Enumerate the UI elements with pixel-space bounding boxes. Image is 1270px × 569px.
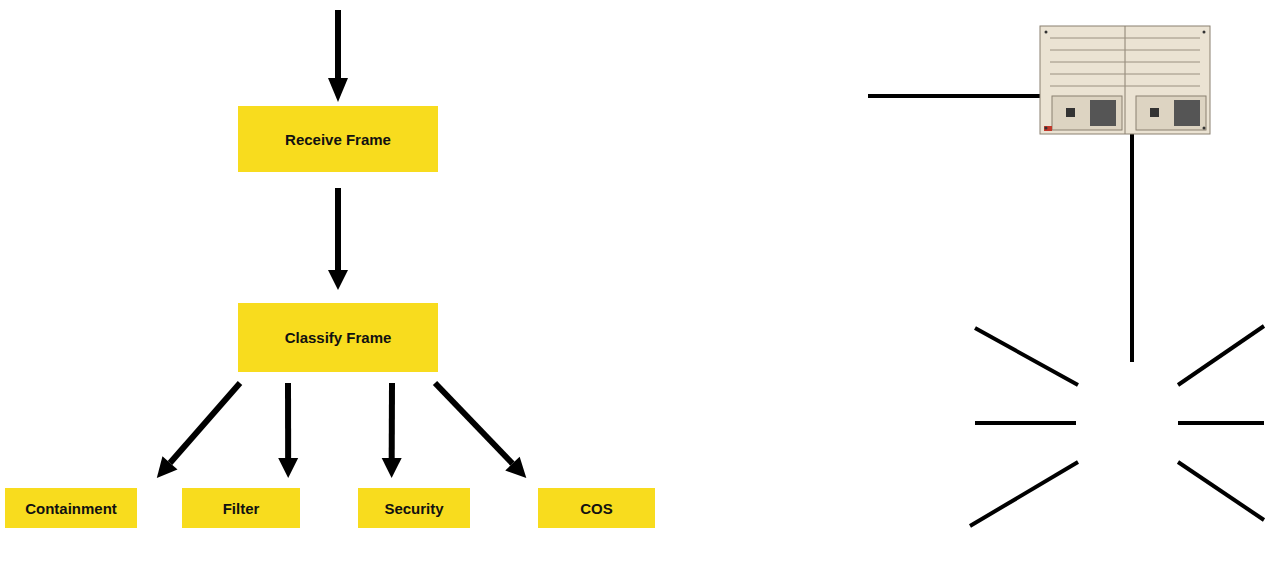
process-box: Security xyxy=(358,488,470,528)
flow-arrow xyxy=(157,383,240,478)
process-box: Receive Frame xyxy=(238,106,438,172)
starburst-lines xyxy=(970,326,1264,526)
box-label: Containment xyxy=(25,500,117,517)
box-label: Security xyxy=(384,500,443,517)
process-box: Classify Frame xyxy=(238,303,438,372)
flow-arrow xyxy=(382,383,402,478)
flow-arrow xyxy=(278,383,298,478)
box-label: Classify Frame xyxy=(285,329,392,346)
process-box: Containment xyxy=(5,488,137,528)
process-box: Filter xyxy=(182,488,300,528)
box-label: COS xyxy=(580,500,613,517)
process-box: COS xyxy=(538,488,655,528)
box-label: Receive Frame xyxy=(285,131,391,148)
flow-arrow xyxy=(328,188,348,290)
flow-arrow xyxy=(435,383,526,478)
incoming-arrow xyxy=(328,10,348,102)
box-label: Filter xyxy=(223,500,260,517)
chassis-icon xyxy=(868,26,1210,362)
